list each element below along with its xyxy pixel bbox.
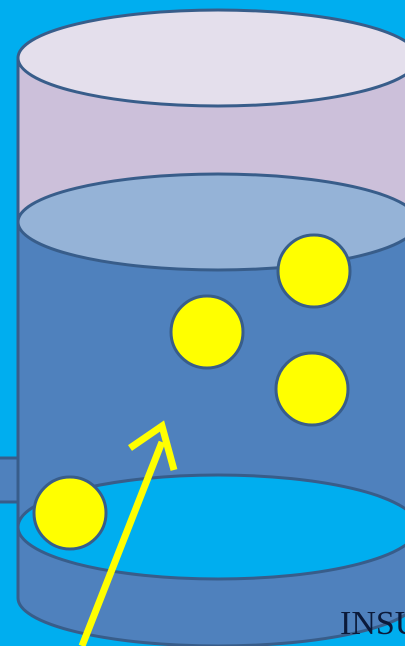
- particle-lower-right: [276, 353, 348, 425]
- container-top-rim: [18, 10, 405, 106]
- particle-bottom-left: [34, 477, 106, 549]
- particle-middle-left: [171, 296, 243, 368]
- particle-upper-right: [278, 235, 350, 307]
- caption-text: INSU: [340, 602, 405, 646]
